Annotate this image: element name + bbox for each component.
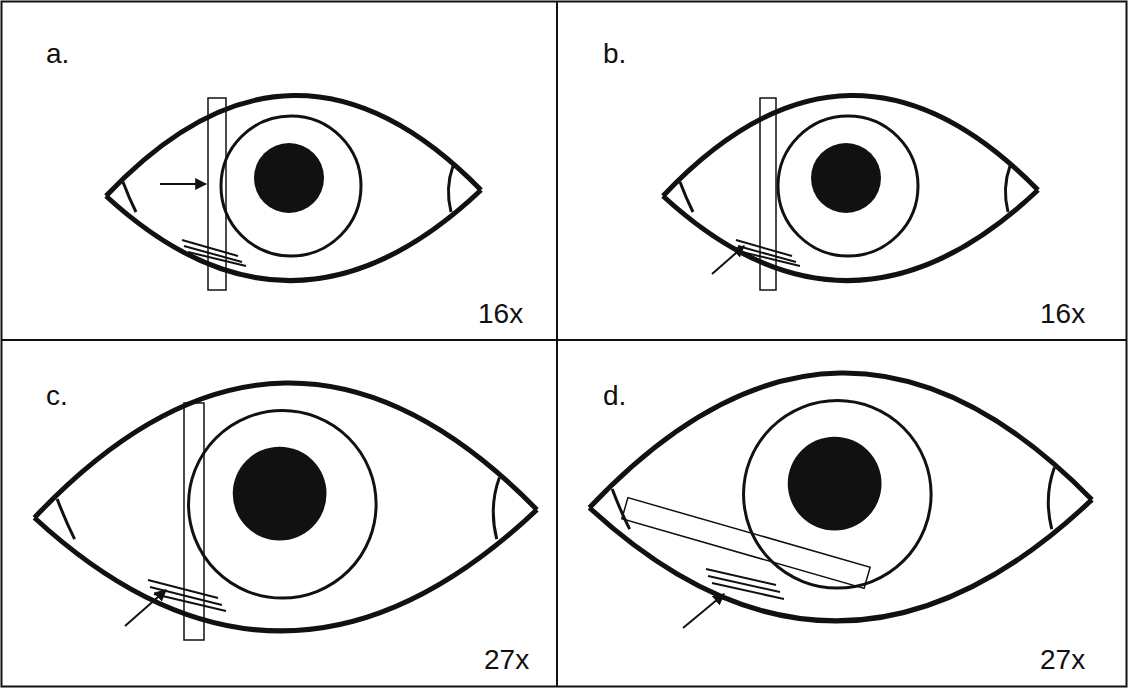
magnification-label: 16x	[1040, 300, 1085, 328]
magnification-label: 27x	[484, 646, 529, 674]
panel-letter: a.	[46, 40, 69, 68]
magnification-label: 27x	[1040, 646, 1085, 674]
panel-letter: d.	[603, 382, 626, 410]
panel-letter: c.	[46, 382, 68, 410]
magnification-label: 16x	[478, 300, 523, 328]
panel-letter: b.	[603, 40, 626, 68]
